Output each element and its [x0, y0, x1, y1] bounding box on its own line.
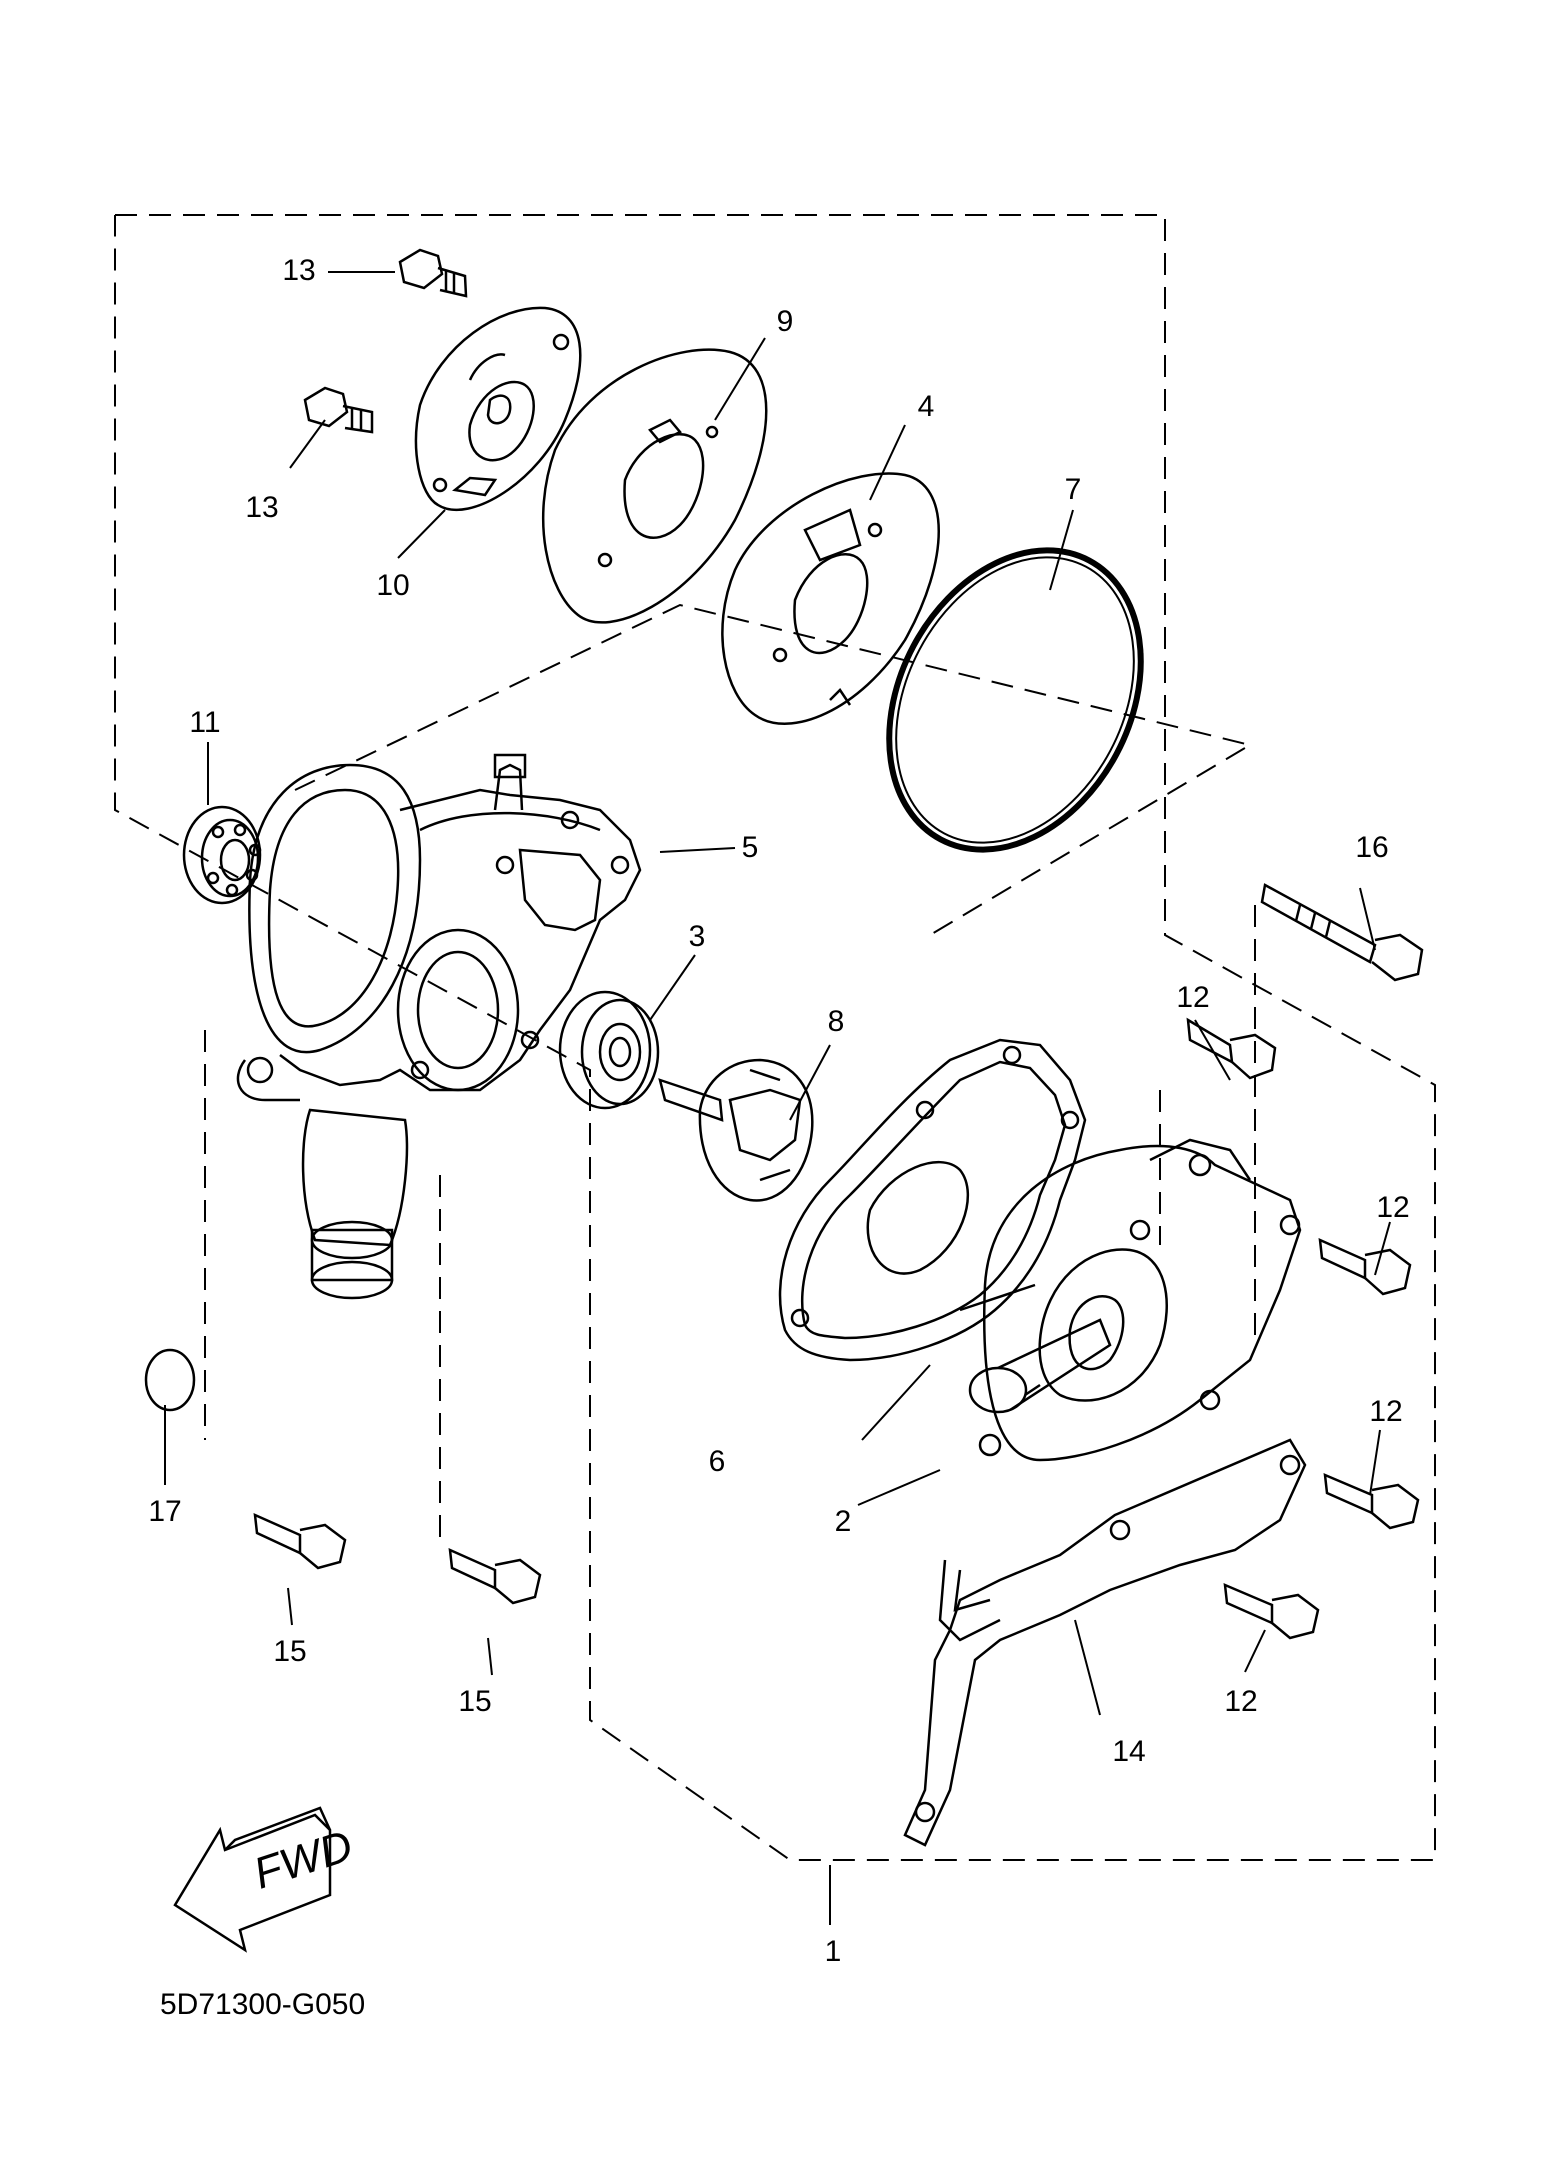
- callout-12a: 12: [1176, 981, 1210, 1014]
- callout-6: 6: [708, 1445, 726, 1478]
- callout-1: 1: [824, 1935, 842, 1968]
- callout-4: 4: [917, 390, 935, 423]
- bearing-11: [184, 807, 260, 903]
- callout-10: 10: [376, 569, 410, 602]
- bolt-12-d: [1225, 1585, 1318, 1638]
- impeller-cover-plate-10: [416, 308, 580, 510]
- bolt-15-left: [255, 1515, 345, 1568]
- gasket-6: [780, 1040, 1085, 1360]
- callout-14: 14: [1112, 1735, 1146, 1768]
- callout-12b: 12: [1376, 1191, 1410, 1224]
- bolt-15-right: [450, 1550, 540, 1603]
- impeller-8: [660, 1060, 812, 1201]
- callout-15a: 15: [273, 1635, 307, 1668]
- callout-17: 17: [148, 1495, 182, 1528]
- bolt-16: [1262, 885, 1422, 980]
- seal-3: [560, 992, 658, 1108]
- callout-12c: 12: [1369, 1395, 1403, 1428]
- callout-11: 11: [189, 706, 221, 739]
- bolt-13-upper: [400, 250, 466, 296]
- callout-9: 9: [776, 305, 794, 338]
- pump-cover-2: [960, 1140, 1300, 1460]
- assembly-boundary-outline: [115, 215, 1435, 1860]
- o-ring-7: [839, 507, 1190, 894]
- pump-housing-5: [238, 755, 640, 1298]
- callout-5: 5: [741, 831, 759, 864]
- callout-13b: 13: [245, 491, 279, 524]
- bolt-13-lower: [305, 388, 372, 432]
- diagram-code-caption: 5D71300-G050: [160, 1988, 366, 2021]
- plate-9: [543, 350, 766, 623]
- bracket-14: [905, 1440, 1305, 1845]
- callout-15b: 15: [458, 1685, 492, 1718]
- bolt-12-c: [1325, 1475, 1418, 1528]
- callout-7: 7: [1064, 473, 1082, 506]
- callout-3: 3: [688, 920, 706, 953]
- leader-lines: [165, 272, 1390, 1925]
- callout-2: 2: [834, 1505, 852, 1538]
- callout-8: 8: [827, 1005, 845, 1038]
- callout-12d: 12: [1224, 1685, 1258, 1718]
- plate-4: [722, 473, 938, 723]
- callout-13a: 13: [282, 254, 316, 287]
- plug-17: [146, 1350, 194, 1410]
- bolt-12-a: [1188, 1020, 1275, 1078]
- bolt-12-b: [1320, 1240, 1410, 1294]
- callout-16: 16: [1355, 831, 1389, 864]
